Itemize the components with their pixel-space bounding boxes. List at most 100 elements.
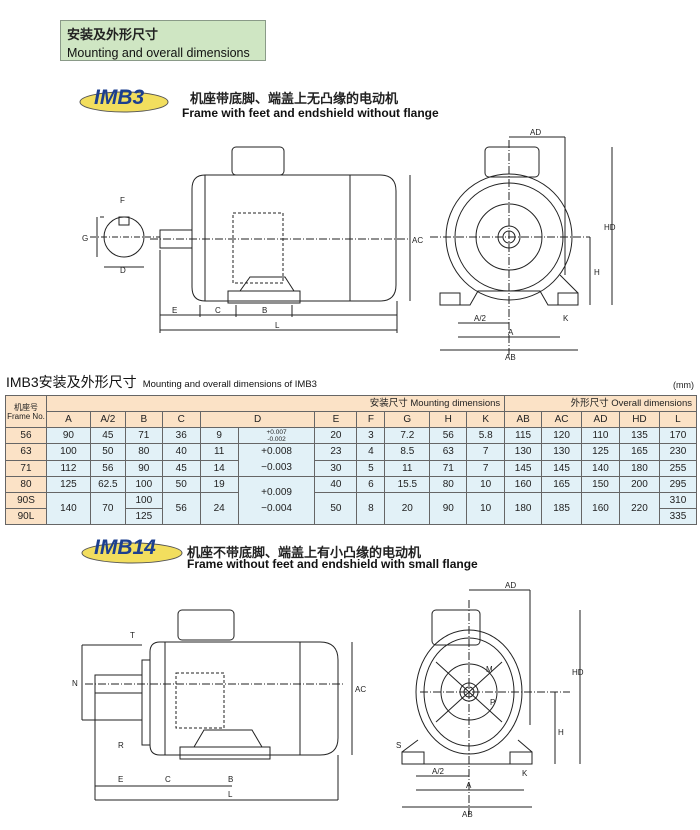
svg-text:F: F — [120, 196, 125, 205]
cell: 56 — [429, 427, 468, 444]
cell: 140 — [45, 492, 91, 525]
col-header: A — [45, 411, 91, 428]
cell: 45 — [161, 459, 201, 477]
svg-text:HD: HD — [604, 223, 616, 232]
cell-tolerance: +0.009−0.004 — [237, 476, 316, 525]
cell: 7 — [466, 443, 506, 461]
svg-text:A/2: A/2 — [432, 767, 445, 776]
cell: 40 — [161, 443, 201, 461]
cell: 7.2 — [384, 427, 431, 444]
svg-text:HD: HD — [572, 668, 584, 677]
cell: 8 — [356, 492, 386, 525]
svg-text:E: E — [118, 775, 123, 784]
svg-text:M: M — [486, 665, 493, 674]
group-mounting: 安装尺寸 Mounting dimensions — [45, 395, 506, 412]
cell: 170 — [658, 427, 698, 444]
svg-text:G: G — [82, 234, 88, 243]
table-title-en: Mounting and overall dimensions of IMB3 — [142, 379, 317, 390]
cell: 160 — [504, 476, 543, 493]
cell: 165 — [618, 443, 660, 461]
cell: 56 — [89, 459, 126, 477]
cell: 50 — [89, 443, 126, 461]
cell: 80 — [429, 476, 468, 493]
svg-text:S: S — [396, 741, 401, 750]
cell: 90 — [124, 459, 163, 477]
imb3-desc-cn: 机座带底脚、端盖上无凸缘的电动机 — [190, 91, 399, 106]
col-header: AB — [504, 411, 543, 428]
cell: 4 — [356, 443, 386, 461]
cell: 11 — [199, 443, 239, 461]
cell: 125 — [581, 443, 620, 461]
cell: 90S — [5, 492, 47, 509]
svg-text:L: L — [228, 790, 233, 799]
svg-text:AD: AD — [505, 581, 516, 590]
cell: 23 — [314, 443, 358, 461]
cell: 24 — [199, 492, 239, 525]
cell: 310 — [658, 492, 698, 509]
col-header: E — [314, 411, 358, 428]
cell: 135 — [618, 427, 660, 444]
cell: 80 — [124, 443, 163, 461]
cell: 230 — [658, 443, 698, 461]
cell: 180 — [618, 459, 660, 477]
cell: 50 — [314, 492, 358, 525]
svg-text:A/2: A/2 — [474, 314, 487, 323]
table-row: 63 100 50 80 40 11 +0.008−0.003 23 4 8.5… — [5, 443, 698, 477]
cell: 62.5 — [89, 476, 126, 493]
cell: 100 — [124, 492, 163, 509]
cell: 45 — [89, 427, 126, 444]
cell: 145 — [504, 459, 543, 477]
table-column-header: A A/2 B C D E F G H K AB AC AD HD L — [5, 411, 698, 428]
unit-label: (mm) — [673, 380, 694, 390]
imb14-drawing: T N R E C B L AC AD HD H M P S A/2 A K A… — [72, 581, 584, 819]
cell: 140 — [581, 459, 620, 477]
cell: 90 — [45, 427, 91, 444]
section-header: 安装及外形尺寸 Mounting and overall dimensions — [60, 20, 266, 61]
cell: 185 — [541, 492, 583, 525]
cell: 71 — [5, 459, 47, 477]
col-header: C — [161, 411, 201, 428]
svg-text:H: H — [594, 268, 600, 277]
cell: 100 — [124, 476, 163, 493]
svg-text:L: L — [275, 321, 280, 330]
imb14-logo: IMB14 — [81, 536, 183, 564]
col-header: H — [429, 411, 468, 428]
imb3-desc-en: Frame with feet and endshield without fl… — [182, 106, 439, 120]
cell: 125 — [45, 476, 91, 493]
svg-text:A: A — [466, 781, 472, 790]
cell: 19 — [199, 476, 239, 493]
svg-text:B: B — [262, 306, 267, 315]
svg-text:IMB14: IMB14 — [94, 536, 156, 559]
svg-text:AC: AC — [412, 236, 423, 245]
imb3-logo: IMB3 — [79, 86, 169, 113]
svg-text:C: C — [165, 775, 171, 784]
cell: 56 — [5, 427, 47, 444]
cell: 14 — [199, 459, 239, 477]
cell: 11 — [384, 459, 431, 477]
cell: 3 — [356, 427, 386, 444]
svg-text:N: N — [72, 679, 78, 688]
header-title-en: Mounting and overall dimensions — [67, 46, 250, 60]
cell: 150 — [581, 476, 620, 493]
cell: 10 — [466, 476, 506, 493]
cell: 180 — [504, 492, 543, 525]
table-row: 71 112 56 90 45 14 30 5 11 71 7 145 145 … — [5, 459, 698, 477]
svg-text:D: D — [120, 266, 126, 275]
svg-text:E: E — [172, 306, 177, 315]
cell: 70 — [89, 492, 126, 525]
cell: 30 — [314, 459, 358, 477]
cell: 90 — [429, 492, 468, 525]
cell: 115 — [504, 427, 543, 444]
svg-text:IMB3: IMB3 — [94, 86, 144, 109]
cell: 7 — [466, 459, 506, 477]
svg-text:C: C — [215, 306, 221, 315]
svg-text:AC: AC — [355, 685, 366, 694]
header-title-cn: 安装及外形尺寸 — [67, 27, 159, 42]
col-header: A/2 — [89, 411, 126, 428]
cell: 71 — [429, 459, 468, 477]
cell: 15.5 — [384, 476, 431, 493]
svg-text:K: K — [522, 769, 528, 778]
cell: 5 — [356, 459, 386, 477]
col-header: F — [356, 411, 386, 428]
imb14-desc-en: Frame without feet and endshield with sm… — [187, 557, 478, 571]
